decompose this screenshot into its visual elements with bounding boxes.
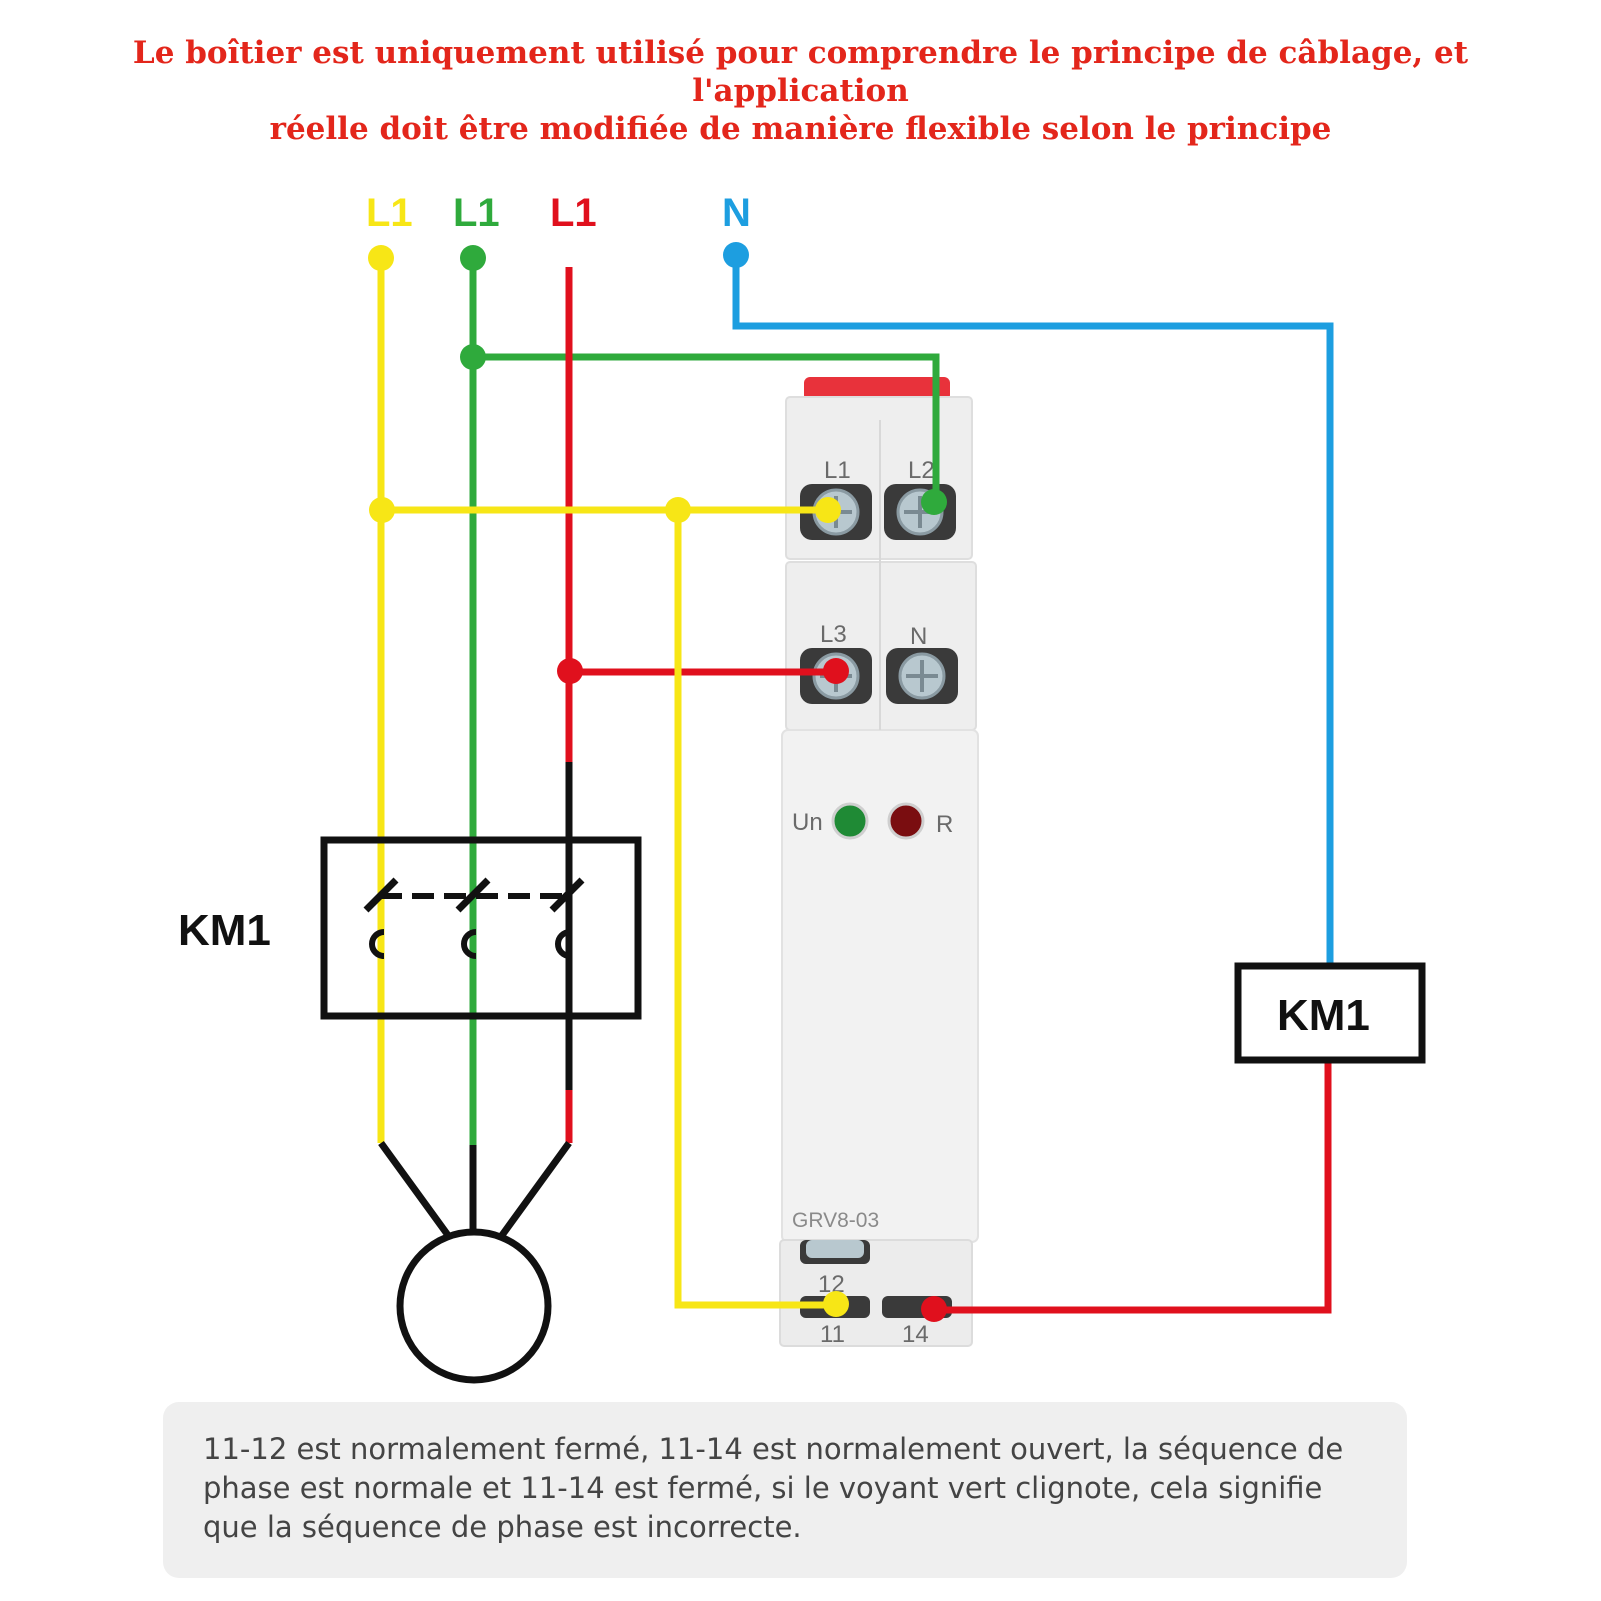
yellow-source-dot <box>368 245 394 271</box>
supply-label-n: N <box>722 191 751 235</box>
yellow-11-terminal-dot <box>823 1291 849 1317</box>
terminal-L2-screw <box>884 484 956 540</box>
terminal-label-L3: L3 <box>820 621 847 648</box>
green-L2-terminal-dot <box>921 489 947 515</box>
red-14-terminal-dot <box>921 1296 947 1322</box>
green-source-dot <box>460 245 486 271</box>
neutral-wire <box>732 258 1334 965</box>
terminal-label-11: 11 <box>820 1321 845 1348</box>
motor-circle <box>396 1228 552 1384</box>
title-line-2: réelle doit être modifiée de manière fle… <box>269 111 1332 147</box>
diagram-title: Le boîtier est uniquement utilisé pour c… <box>20 34 1581 148</box>
green-to-relay-L2-wire <box>473 353 940 500</box>
contactor-contacts-label: KM1 <box>178 906 271 955</box>
relay-module: L1 L2 L3 N Un R GRV8-03 12 11 14 <box>779 377 979 1348</box>
neutral-source-dot <box>723 242 749 268</box>
coil-feed-wire <box>934 1060 1332 1314</box>
contactor-coil-label: KM1 <box>1277 991 1370 1040</box>
motor-symbol <box>378 1140 572 1384</box>
contactor-contacts <box>320 836 642 1020</box>
red-junction-dot <box>557 658 583 684</box>
indicator-label-r: R <box>936 811 953 838</box>
terminal-N-screw <box>886 648 958 704</box>
title-line-1: Le boîtier est uniquement utilisé pour c… <box>132 35 1469 109</box>
relay-top-latch <box>804 377 950 401</box>
supply-label-l1-yellow: L1 <box>366 191 413 235</box>
supply-label-l1-green: L1 <box>453 191 500 235</box>
yellow-junction-dot-mid <box>665 497 691 523</box>
terminal-label-14: 14 <box>902 1321 929 1348</box>
indicator-green-led <box>831 802 869 840</box>
indicator-red-led <box>887 802 925 840</box>
yellow-L1-terminal-dot <box>815 497 841 523</box>
relay-bottom-housing <box>779 1239 973 1347</box>
yellow-to-relay-11-wire <box>674 510 836 1309</box>
explanation-note: 11-12 est normalement fermé, 11-14 est n… <box>163 1402 1407 1578</box>
yellow-junction-dot-left <box>369 497 395 523</box>
relay-model-label: GRV8-03 <box>792 1209 879 1232</box>
contactor-coil-box <box>1234 962 1426 1064</box>
terminal-label-L2: L2 <box>908 457 935 484</box>
red-L3-terminal-dot <box>823 658 849 684</box>
supply-label-l1-red: L1 <box>550 191 597 235</box>
terminal-label-N: N <box>910 623 927 650</box>
indicator-label-un: Un <box>792 809 823 836</box>
relay-main-body <box>781 729 979 1243</box>
contactor-contacts-box <box>320 836 642 1020</box>
terminal-label-L1: L1 <box>824 457 851 484</box>
green-junction-dot <box>460 344 486 370</box>
